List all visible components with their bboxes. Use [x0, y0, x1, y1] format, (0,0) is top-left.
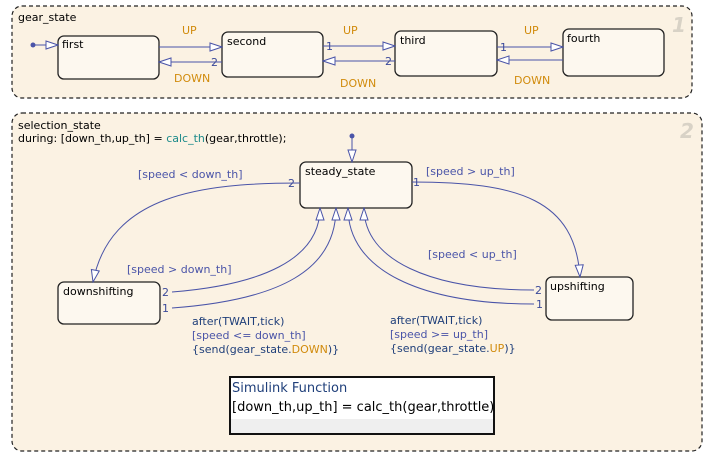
state-upshifting-label: upshifting — [550, 280, 605, 293]
guard-speed-ge-up: [speed >= up_th] — [390, 328, 488, 341]
state-first-label: first — [62, 38, 84, 51]
transition-steady-to-upshifting[interactable]: 1 [speed > up_th] — [411, 165, 580, 277]
send-prefix: {send(gear_state. — [390, 342, 490, 355]
state-fourth-label: fourth — [567, 32, 600, 45]
state-second[interactable]: second — [221, 31, 324, 78]
event-up: UP — [182, 24, 197, 37]
event-down: DOWN — [174, 72, 210, 85]
transition-steady-to-downshifting[interactable]: 2 [speed < down_th] — [93, 168, 301, 282]
gear-state-title: gear_state — [18, 11, 77, 24]
priority-1: 1 — [500, 41, 507, 54]
selection-state-chart[interactable]: selection_state during: [down_th,up_th] … — [11, 112, 703, 452]
send-down-action: {send(gear_state.DOWN)} — [192, 343, 339, 356]
simulink-function-signature: [down_th,up_th] = calc_th(gear,throttle) — [232, 400, 494, 415]
state-first[interactable]: first — [57, 35, 160, 80]
priority-1: 1 — [536, 298, 543, 311]
simulink-function-block[interactable]: Simulink Function [down_th,up_th] = calc… — [229, 376, 495, 435]
state-third-label: third — [400, 34, 426, 47]
event-up: UP — [524, 24, 539, 37]
selection-default-transition[interactable] — [350, 133, 355, 163]
chart-order-2: 2 — [680, 119, 694, 143]
transition-second-to-first[interactable]: 2 DOWN — [159, 56, 222, 85]
priority-1: 1 — [162, 302, 169, 315]
event-up: UP — [343, 24, 358, 37]
priority-2: 2 — [211, 56, 218, 69]
guard-speed-lt-down: [speed < down_th] — [138, 168, 243, 181]
guard-speed-lt-up: [speed < up_th] — [428, 248, 517, 261]
selection-state-title: selection_state — [18, 119, 101, 132]
priority-2: 2 — [162, 286, 169, 299]
state-fourth[interactable]: fourth — [562, 28, 665, 77]
send-prefix: {send(gear_state. — [192, 343, 292, 356]
event-down: DOWN — [514, 74, 550, 87]
guard-speed-gt-down: [speed > down_th] — [127, 263, 232, 276]
during-function: calc_th — [166, 132, 205, 145]
send-event-up: UP — [490, 342, 505, 355]
gear-state-chart[interactable]: gear_state 1 — [11, 5, 693, 99]
gear-default-transition[interactable] — [30, 43, 59, 48]
priority-2: 2 — [288, 177, 295, 190]
transition-second-to-third[interactable]: 1 UP — [323, 24, 395, 53]
state-steady-state-label: steady_state — [305, 165, 376, 178]
priority-2: 2 — [385, 55, 392, 68]
guard-speed-gt-up: [speed > up_th] — [426, 165, 515, 178]
state-downshifting-label: downshifting — [63, 285, 133, 298]
guard-speed-le-down: [speed <= down_th] — [192, 329, 306, 342]
transition-upshifting-to-steady-guard[interactable]: 2 [speed < up_th] — [364, 208, 542, 297]
chart-order-1: 1 — [672, 13, 686, 37]
priority-1: 1 — [413, 176, 420, 189]
priority-2: 2 — [535, 284, 542, 297]
state-upshifting[interactable]: upshifting — [545, 276, 634, 321]
simulink-function-title: Simulink Function — [232, 381, 347, 396]
during-action: during: [down_th,up_th] = calc_th(gear,t… — [18, 132, 286, 145]
after-twait-down: after(TWAIT,tick) — [192, 315, 284, 328]
send-suffix: )} — [328, 343, 339, 356]
transition-upshifting-to-steady-after[interactable]: 1 after(TWAIT,tick) [speed >= up_th] {se… — [348, 208, 543, 355]
transition-downshifting-to-steady-after[interactable]: 1 after(TWAIT,tick) [speed <= down_th] {… — [162, 208, 339, 356]
state-second-label: second — [227, 35, 266, 48]
transition-third-to-second[interactable]: 2 DOWN — [323, 55, 395, 90]
after-twait-up: after(TWAIT,tick) — [390, 314, 482, 327]
priority-1: 1 — [326, 40, 333, 53]
transition-fourth-to-third[interactable]: DOWN — [497, 60, 563, 87]
transition-third-to-fourth[interactable]: 1 UP — [497, 24, 563, 54]
during-suffix: (gear,throttle); — [205, 132, 287, 145]
state-steady-state[interactable]: steady_state — [299, 161, 413, 209]
transition-first-to-second[interactable]: UP — [159, 24, 222, 47]
during-prefix: during: [down_th,up_th] = — [18, 132, 166, 145]
transition-downshifting-to-steady-guard[interactable]: 2 [speed > down_th] — [127, 208, 320, 299]
event-down: DOWN — [340, 77, 376, 90]
state-downshifting[interactable]: downshifting — [57, 281, 161, 325]
send-up-action: {send(gear_state.UP)} — [390, 342, 516, 355]
send-event-down: DOWN — [292, 343, 328, 356]
send-suffix: )} — [504, 342, 515, 355]
state-third[interactable]: third — [394, 30, 498, 77]
